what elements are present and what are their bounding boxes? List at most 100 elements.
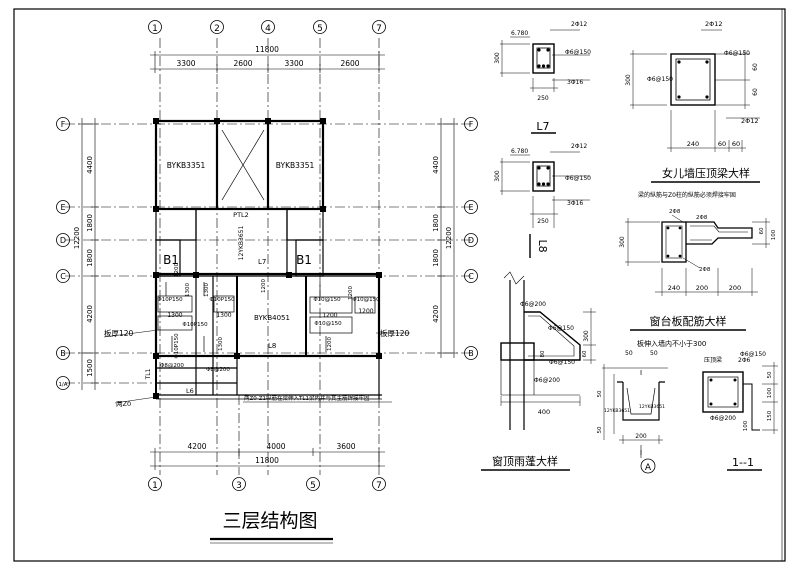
beam-l7: L7 xyxy=(258,258,266,266)
parapet-height: 300 xyxy=(625,74,632,86)
canopy-h2: 80 xyxy=(540,350,546,357)
detail-l7: 6.780 2Φ12 Φ6@150 3Φ16 300 250 L7 xyxy=(494,21,591,134)
section-a-d50b: 50 xyxy=(650,350,658,357)
dim-bottom-3: 3600 xyxy=(336,442,355,451)
section-11-d4: 100 xyxy=(743,420,749,431)
parapet-title: 女儿墙压顶梁大样 xyxy=(662,166,750,180)
dim-right-4: 4200 xyxy=(432,305,440,323)
sill-w2: 200 xyxy=(696,284,708,292)
slab-top-left: BYKB3351 xyxy=(167,161,206,170)
label-phi150b: Φ10P150 xyxy=(209,297,235,303)
section-11-d3: 150 xyxy=(767,410,773,421)
dim-right-2: 1800 xyxy=(432,214,440,232)
slab-b1-left: B1 xyxy=(163,253,179,267)
section-a-slab-right: 12YKB3651 xyxy=(639,404,665,410)
dim-overall-top: 11800 xyxy=(255,45,279,54)
label-1300a: 1300 xyxy=(167,312,182,319)
canopy-bar-4: Φ6@150 xyxy=(549,359,575,366)
dim-top-4: 2600 xyxy=(340,59,359,68)
right-dimensions xyxy=(437,118,458,358)
beam-l8: L8 xyxy=(268,342,276,350)
section-11-bar: 2Φ6 xyxy=(738,357,751,364)
axis-top-5: 5 xyxy=(317,24,323,34)
axis-right-b: B xyxy=(468,349,474,358)
label-1200a: 1200 xyxy=(174,263,180,277)
label-phi150g: Φ10@150 xyxy=(314,321,342,327)
label-1200b: 1200 xyxy=(261,279,267,293)
dim-right-total: 12200 xyxy=(445,227,453,249)
label-phi200b: Φ8@200 xyxy=(160,363,184,369)
left-dimensions xyxy=(78,118,99,390)
label-1200e: 1200 xyxy=(327,337,333,351)
axis-right-e: E xyxy=(468,203,473,212)
sill-title: 窗台板配筋大样 xyxy=(650,314,727,328)
canopy-width: 400 xyxy=(538,408,550,416)
section-11-beam: 压顶梁 xyxy=(704,356,722,364)
dim-top-2: 2600 xyxy=(233,59,252,68)
detail-sill: 梁的纵筋与Z0柱的纵筋必须焊接牢固 2Φ8 2Φ8 2Φ8 300 60 100… xyxy=(619,191,777,348)
sill-bar-c: 2Φ8 xyxy=(699,267,711,273)
slab-middle: BYKB4051 xyxy=(254,314,290,322)
dim-left-4: 4200 xyxy=(86,305,94,323)
slab-thickness-left: 板厚120 xyxy=(104,328,134,338)
note-left: 两Z0 xyxy=(116,400,131,408)
l7-stirrup: Φ6@150 xyxy=(565,49,591,56)
label-1300b: 1300 xyxy=(216,312,231,319)
section-a-d50c: 50 xyxy=(597,390,603,397)
axis-right-c: C xyxy=(468,272,474,281)
axis-top-2: 2 xyxy=(214,24,220,34)
top-dimensions xyxy=(150,51,385,73)
label-phi150d: Φ10P150 xyxy=(174,333,180,359)
label-phi150c: Φ10P150 xyxy=(182,322,208,328)
slab-stair-ptl2: PTL2 xyxy=(233,211,249,219)
slab-b1-right: B1 xyxy=(296,253,312,267)
section-a-d50d: 50 xyxy=(597,426,603,433)
dim-left-2: 1800 xyxy=(86,214,94,232)
axis-left-f: F xyxy=(61,120,66,129)
parapet-w2: 60 xyxy=(718,140,726,148)
dim-right-1: 4400 xyxy=(432,156,440,174)
canopy-h1: 300 xyxy=(583,330,590,342)
l8-top-bar: 2Φ12 xyxy=(571,143,587,150)
parapet-dim-a: 60 xyxy=(752,63,759,71)
section-11-stirrup: Φ6@150 xyxy=(740,351,766,358)
label-1300e: 1300 xyxy=(218,337,224,351)
parapet-bottom-bar: 2Φ12 xyxy=(741,117,759,125)
slab-stair-kb: 12YKB3651 xyxy=(238,226,245,261)
l7-bottom-bar: 3Φ16 xyxy=(567,79,583,86)
canopy-h3: 60 xyxy=(582,350,588,357)
label-1200d: 1200 xyxy=(358,308,373,315)
sill-height: 300 xyxy=(619,236,626,248)
l8-width: 250 xyxy=(537,218,549,225)
axis-bubbles-right: F E D C B xyxy=(464,117,478,360)
dim-top-1: 3300 xyxy=(176,59,195,68)
sill-w3: 200 xyxy=(729,284,741,292)
parapet-stirrup-right: Φ6@150 xyxy=(724,50,750,57)
axis-top-7: 7 xyxy=(376,24,382,34)
dim-left-3: 1800 xyxy=(86,249,94,267)
dim-bottom-1: 4200 xyxy=(187,442,206,451)
drawing-frame xyxy=(13,8,786,562)
label-1300c: 1300 xyxy=(185,283,191,297)
detail-parapet: 2Φ12 Φ6@150 Φ6@150 2Φ12 300 60 60 240 60… xyxy=(625,20,760,183)
l8-stirrup: Φ6@150 xyxy=(565,175,591,182)
sill-bar-b: 2Φ8 xyxy=(696,215,708,221)
section-a-d50a: 50 xyxy=(625,350,633,357)
bottom-dimensions xyxy=(150,448,385,470)
l8-height: 300 xyxy=(494,170,501,182)
l7-top-bar: 2Φ12 xyxy=(571,21,587,28)
canopy-bar-1: Φ6@200 xyxy=(520,301,546,308)
plan-title: 三层结构图 xyxy=(222,510,317,532)
dim-left-1: 4400 xyxy=(86,156,94,174)
section-11-d2: 100 xyxy=(767,387,773,398)
canopy-bar-3: Φ6@200 xyxy=(534,377,560,384)
axis-right-d: D xyxy=(468,236,474,245)
parapet-w1: 240 xyxy=(687,140,699,148)
axis-left-b: B xyxy=(60,349,66,358)
sill-note-top: 梁的纵筋与Z0柱的纵筋必须焊接牢固 xyxy=(638,191,736,199)
canopy-bar-2: Φ6@150 xyxy=(548,325,574,332)
parapet-dim-b: 60 xyxy=(752,88,759,96)
parapet-w3: 60 xyxy=(732,140,740,148)
l8-bottom-bar: 3Φ16 xyxy=(567,200,583,207)
